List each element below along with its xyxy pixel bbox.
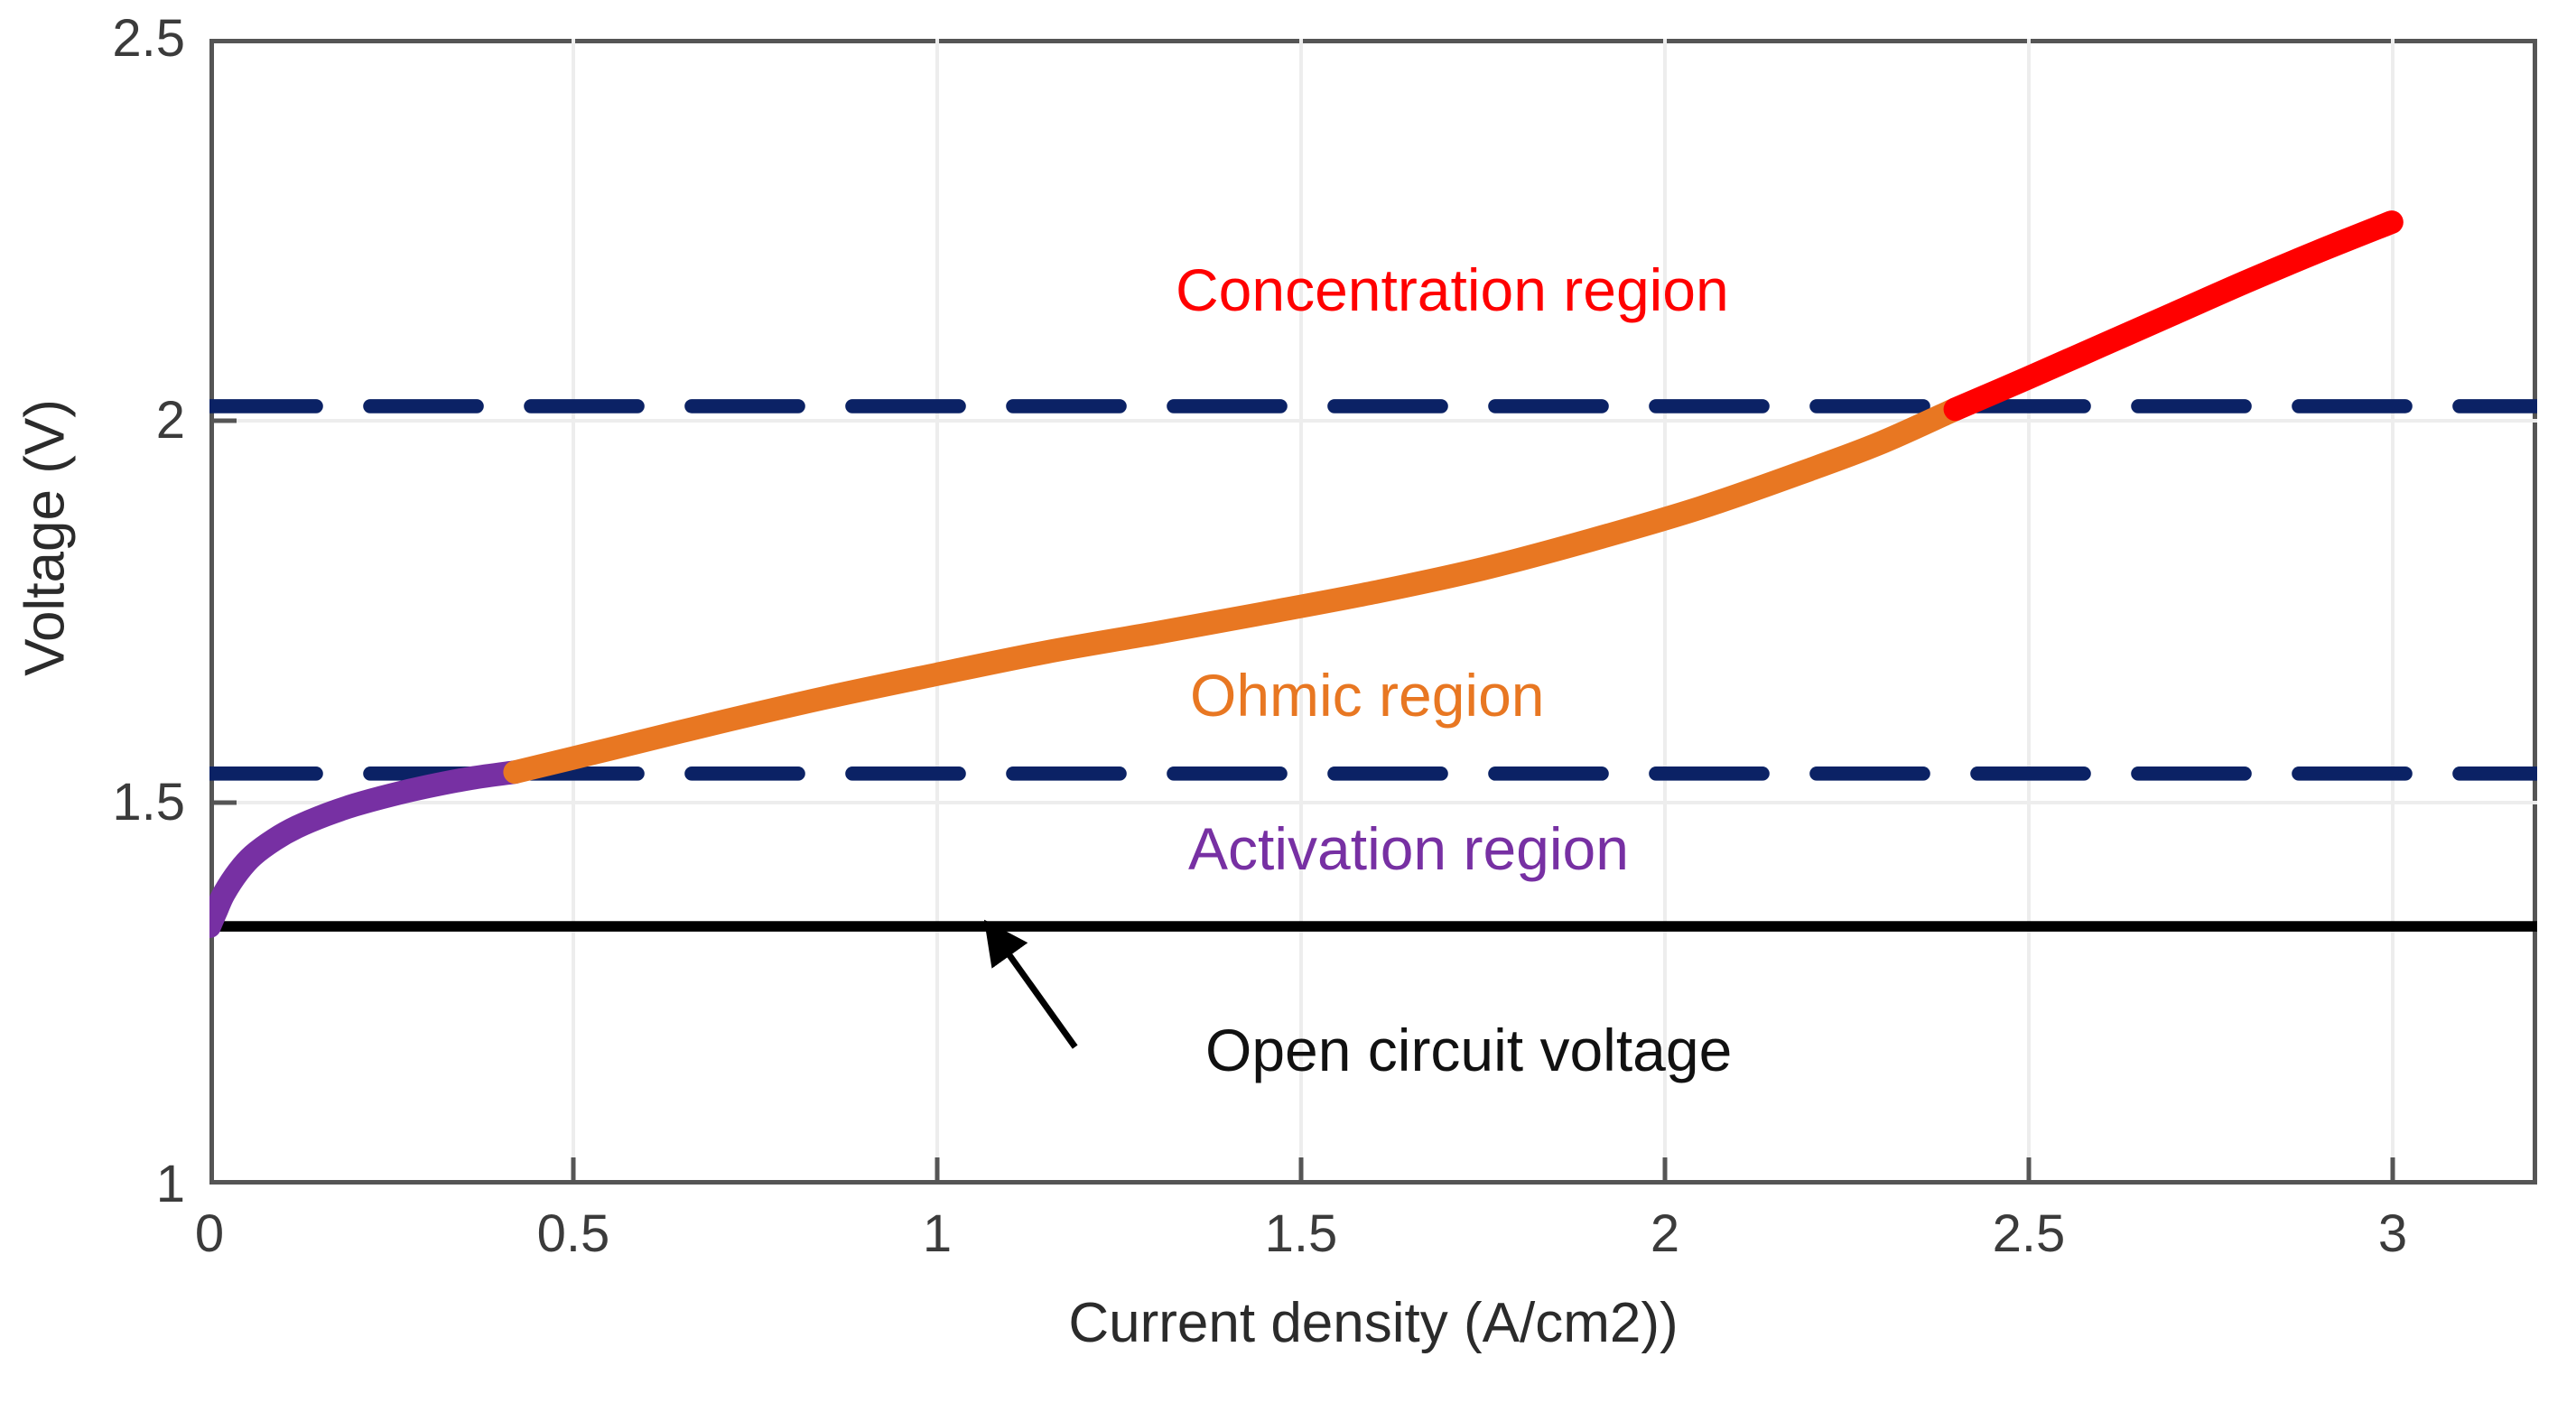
activation-region-label: Activation region [1188,815,1629,882]
concentration-region-label: Concentration region [1176,256,1729,323]
x-tick-label-3: 3 [2377,1204,2408,1263]
x-tick-label-0-5: 0.5 [536,1204,610,1263]
y-tick-label-1-5: 1.5 [112,773,185,832]
ohmic-region-label: Ohmic region [1190,662,1545,729]
open-circuit-voltage-arrow [983,919,1078,1049]
activation-region-curve [209,760,527,938]
y-tick-label-2-5: 2.5 [112,9,185,68]
y-tick-label-2: 2 [155,391,185,450]
open-circuit-voltage-label: Open circuit voltage [1205,1017,1733,1083]
x-tick-label-0: 0 [194,1204,225,1263]
x-tick-label-1-5: 1.5 [1264,1204,1338,1263]
plot-area [209,39,2537,1185]
tick-marks [209,418,2395,1185]
concentration-region-curve [1943,210,2404,422]
y-tick-label-1: 1 [155,1155,185,1213]
x-tick-label-2: 2 [1650,1204,1680,1263]
y-axis-title: Voltage (V) [14,399,77,676]
x-tick-label-1: 1 [922,1204,953,1263]
x-axis-title: Current density (A/cm2)) [1068,1292,1679,1354]
ohmic-region-curve [503,397,1967,785]
gridlines [209,39,2537,1185]
x-tick-label-2-5: 2.5 [1992,1204,2066,1263]
